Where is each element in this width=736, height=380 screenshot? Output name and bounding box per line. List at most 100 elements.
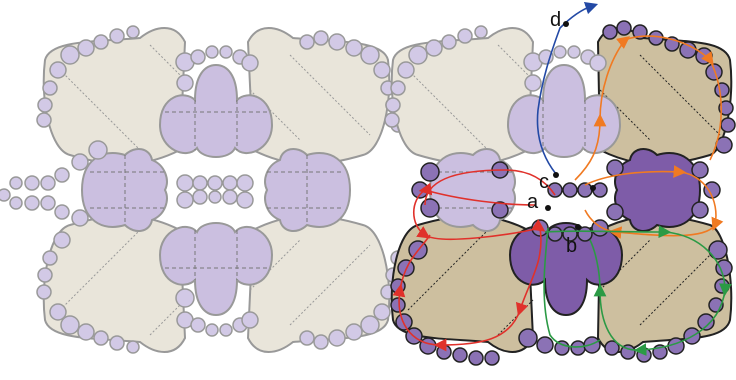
circle-left-21 [373, 61, 391, 79]
point-b [575, 224, 581, 230]
circle-right-dark-27 [606, 203, 624, 221]
circle-right-light-13 [567, 45, 581, 59]
circle-left-64 [299, 330, 315, 346]
circle-left-63 [241, 311, 259, 329]
circle-left-34 [24, 195, 40, 211]
label-c: c [539, 171, 549, 193]
circle-right-dark-44 [554, 340, 570, 356]
circle-right-light-6 [390, 80, 406, 96]
circle-right-dark-57 [708, 240, 728, 260]
circle-right-dark-35 [395, 313, 413, 331]
circle-left-13 [219, 45, 233, 59]
circle-right-light-4 [474, 25, 488, 39]
circle-left-65 [313, 334, 329, 350]
circle-left-18 [328, 33, 346, 51]
blob-right [264, 148, 352, 232]
circle-right-dark-0 [602, 24, 618, 40]
circle-right-dark-19 [577, 182, 593, 198]
circle-right-dark-55 [714, 278, 730, 294]
circle-left-7 [37, 97, 53, 113]
circle-right-light-12 [553, 45, 567, 59]
circle-left-54 [93, 330, 109, 346]
circle-left-38 [192, 175, 208, 191]
circle-left-55 [109, 335, 125, 351]
blob-left-light [428, 148, 516, 232]
circle-left-20 [360, 45, 380, 65]
left-panel [0, 25, 406, 354]
circle-right-light-1 [425, 39, 443, 57]
circle-left-56 [126, 340, 140, 354]
circle-right-dark-30 [691, 201, 709, 219]
circle-right-dark-7 [705, 63, 723, 81]
circle-left-39 [207, 175, 223, 191]
circle-left-31 [71, 209, 89, 227]
circle-left-66 [328, 329, 346, 347]
blob-bottom [158, 222, 274, 317]
circle-left-12 [205, 45, 219, 59]
point-d [563, 21, 569, 27]
circle-left-61 [219, 323, 233, 337]
red-loop-upper [424, 169, 556, 206]
circle-left-49 [37, 267, 53, 283]
circle-right-dark-38 [436, 344, 452, 360]
blob-top [158, 63, 274, 158]
circle-left-29 [24, 175, 40, 191]
circle-right-light-5 [397, 61, 415, 79]
circle-right-dark-43 [536, 336, 554, 354]
circle-left-40 [222, 175, 238, 191]
circle-left-68 [360, 315, 380, 335]
circle-right-dark-18 [562, 182, 578, 198]
circle-right-dark-41 [484, 350, 500, 366]
circle-left-36 [0, 188, 11, 202]
circle-left-26 [71, 153, 89, 171]
circle-left-53 [77, 323, 95, 341]
circle-left-46 [236, 191, 254, 209]
point-right [590, 185, 596, 191]
circle-left-5 [49, 61, 67, 79]
point-c [553, 172, 559, 178]
circle-left-0 [60, 45, 80, 65]
circle-right-dark-12 [420, 162, 440, 182]
circle-left-4 [126, 25, 140, 39]
circle-left-59 [190, 317, 206, 333]
circle-right-dark-8 [714, 82, 730, 98]
circle-right-dark-39 [452, 347, 468, 363]
circle-right-light-10 [524, 74, 542, 92]
label-d: d [550, 9, 561, 31]
circle-left-15 [241, 54, 259, 72]
circle-right-dark-26 [606, 159, 624, 177]
circle-left-43 [208, 190, 222, 204]
label-b: b [566, 235, 577, 257]
circle-left-25 [88, 140, 108, 160]
circle-right-dark-40 [468, 350, 484, 366]
point-a [545, 205, 551, 211]
circle-left-6 [42, 80, 58, 96]
tile-bottom-right-dark [596, 215, 733, 353]
circle-left-11 [190, 49, 206, 65]
circle-right-dark-34 [390, 297, 406, 313]
circle-right-light-8 [384, 112, 400, 128]
circle-right-dark-3 [648, 30, 664, 46]
circle-left-37 [176, 174, 194, 192]
circle-right-dark-10 [720, 117, 736, 133]
blob-right-dark [614, 148, 702, 232]
circle-right-dark-1 [616, 20, 632, 36]
circle-right-dark-14 [420, 198, 440, 218]
circle-chain-left [0, 25, 406, 354]
circle-left-3 [109, 28, 125, 44]
circle-left-48 [42, 250, 58, 266]
circle-left-51 [49, 303, 67, 321]
label-a: a [527, 191, 539, 213]
circle-right-dark-56 [715, 259, 733, 277]
circle-left-33 [40, 195, 56, 211]
green-loop-left [543, 227, 601, 348]
circle-left-42 [192, 189, 208, 205]
circle-left-16 [299, 34, 315, 50]
circle-right-dark-22 [547, 226, 563, 242]
orange-loop-upper [574, 35, 722, 181]
tile-top-right-dark [596, 27, 733, 165]
circle-left-28 [40, 175, 56, 191]
circle-left-67 [345, 323, 363, 341]
